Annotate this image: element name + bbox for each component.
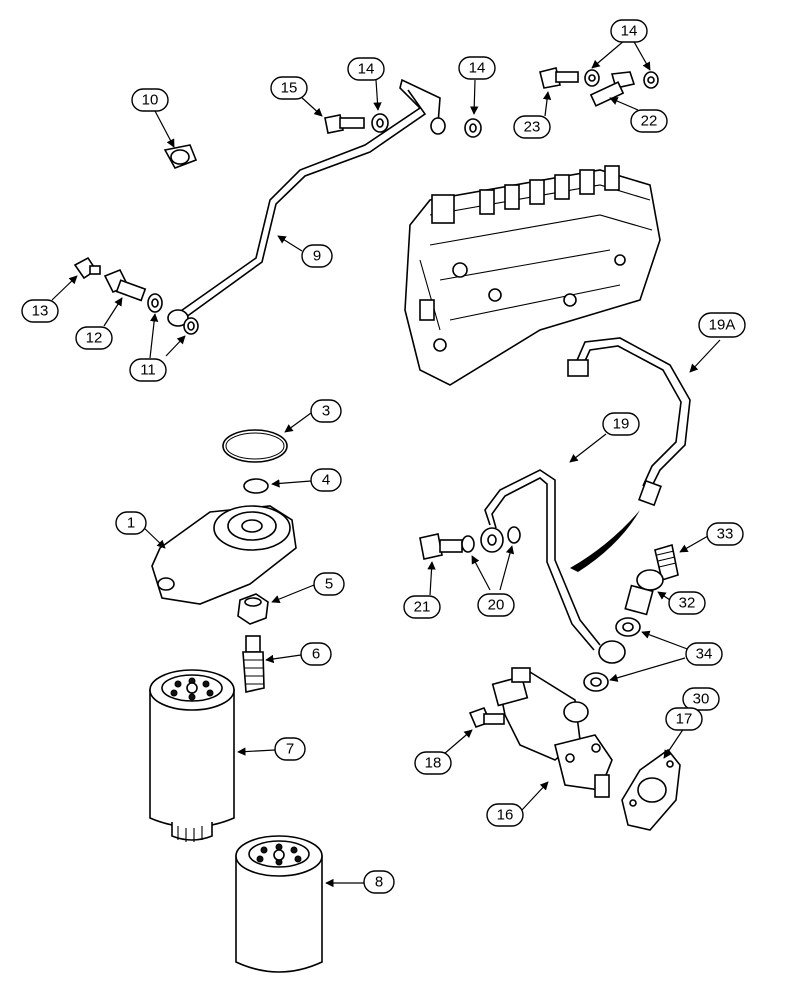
callout-32: 32 (668, 591, 706, 615)
svg-text:30: 30 (693, 691, 710, 708)
bleed-screw-13 (73, 256, 101, 280)
washer-14a (371, 113, 389, 133)
svg-text:19A: 19A (709, 317, 736, 334)
svg-text:17: 17 (676, 711, 693, 728)
callout-9: 9 (301, 244, 333, 268)
callout-11: 11 (129, 358, 167, 382)
svg-text:14: 14 (358, 61, 375, 78)
callout-7: 7 (274, 737, 306, 761)
callout-23: 23 (513, 115, 551, 139)
callout-33: 33 (706, 522, 744, 546)
svg-text:14: 14 (621, 23, 638, 40)
callout-34: 34 (685, 642, 723, 666)
svg-text:11: 11 (140, 362, 156, 379)
banjo-bolt-21 (419, 533, 463, 560)
fuel-filter-7 (149, 669, 235, 842)
callout-8: 8 (363, 870, 395, 894)
fitting-32 (624, 569, 664, 616)
svg-text:8: 8 (375, 874, 383, 891)
callout-21: 21 (403, 595, 441, 619)
callout-10: 10 (131, 88, 169, 112)
svg-text:18: 18 (425, 755, 442, 772)
callout-13: 13 (21, 299, 59, 323)
transfer-pump-16 (491, 667, 613, 798)
svg-text:4: 4 (322, 472, 330, 489)
o-ring-4 (243, 478, 269, 494)
svg-text:20: 20 (488, 597, 505, 614)
clip-10 (163, 144, 198, 169)
flow-arrow (570, 510, 640, 572)
svg-text:7: 7 (286, 741, 294, 758)
svg-text:32: 32 (679, 595, 696, 612)
svg-text:16: 16 (497, 807, 514, 824)
callout-22: 22 (630, 109, 668, 133)
svg-text:22: 22 (641, 113, 658, 130)
callout-5: 5 (313, 572, 345, 596)
fitting-6 (242, 635, 265, 693)
callout-6: 6 (300, 642, 332, 666)
svg-text:5: 5 (325, 576, 333, 593)
callout-18: 18 (414, 751, 452, 775)
leader-lines (51, 39, 721, 888)
o-ring-3 (222, 429, 288, 463)
fuel-tube-19 (484, 469, 626, 664)
bolt-18 (468, 706, 505, 729)
callout-14a: 14 (347, 57, 385, 81)
callout-19: 19 (602, 412, 640, 436)
svg-text:23: 23 (524, 119, 541, 136)
callout-3: 3 (310, 399, 342, 423)
washer-14b (464, 118, 482, 138)
callout-20: 20 (477, 593, 515, 617)
svg-text:19: 19 (613, 416, 630, 433)
callout-14c: 14 (610, 19, 648, 43)
fuel-line-tube-9 (167, 78, 446, 327)
svg-text:12: 12 (86, 330, 103, 347)
callout-1: 1 (115, 511, 147, 535)
callout-17: 17 (665, 707, 703, 731)
nut-5 (237, 593, 269, 625)
fuel-tube-19a (567, 337, 691, 507)
valve-33 (654, 543, 679, 582)
banjo-bolt-12 (103, 268, 147, 302)
svg-text:1: 1 (127, 515, 135, 532)
banjo-bolt-15 (324, 114, 365, 134)
svg-text:15: 15 (281, 80, 298, 97)
svg-text:10: 10 (142, 92, 159, 109)
bolt-23 (539, 67, 579, 89)
washers-34 (583, 617, 641, 692)
svg-text:14: 14 (469, 60, 486, 77)
svg-text:3: 3 (322, 403, 330, 420)
washers-20 (461, 526, 521, 553)
fuel-filter-8 (235, 835, 323, 973)
gasket-17 (621, 748, 681, 831)
svg-text:9: 9 (313, 248, 321, 265)
callout-30: 30 (682, 687, 720, 711)
callout-15: 15 (270, 76, 308, 100)
callout-16: 16 (486, 803, 524, 827)
svg-text:13: 13 (32, 303, 49, 320)
washers-11 (147, 293, 199, 335)
svg-text:6: 6 (312, 646, 320, 663)
svg-text:34: 34 (696, 646, 713, 663)
filter-head-1 (151, 505, 297, 605)
callout-14b: 14 (458, 56, 496, 80)
callout-4: 4 (310, 468, 342, 492)
injection-pump (404, 165, 661, 386)
svg-text:33: 33 (717, 526, 734, 543)
callout-19a: 19A (698, 312, 746, 338)
callout-12: 12 (75, 326, 113, 350)
washers-14c (584, 69, 659, 89)
svg-text:21: 21 (414, 599, 431, 616)
